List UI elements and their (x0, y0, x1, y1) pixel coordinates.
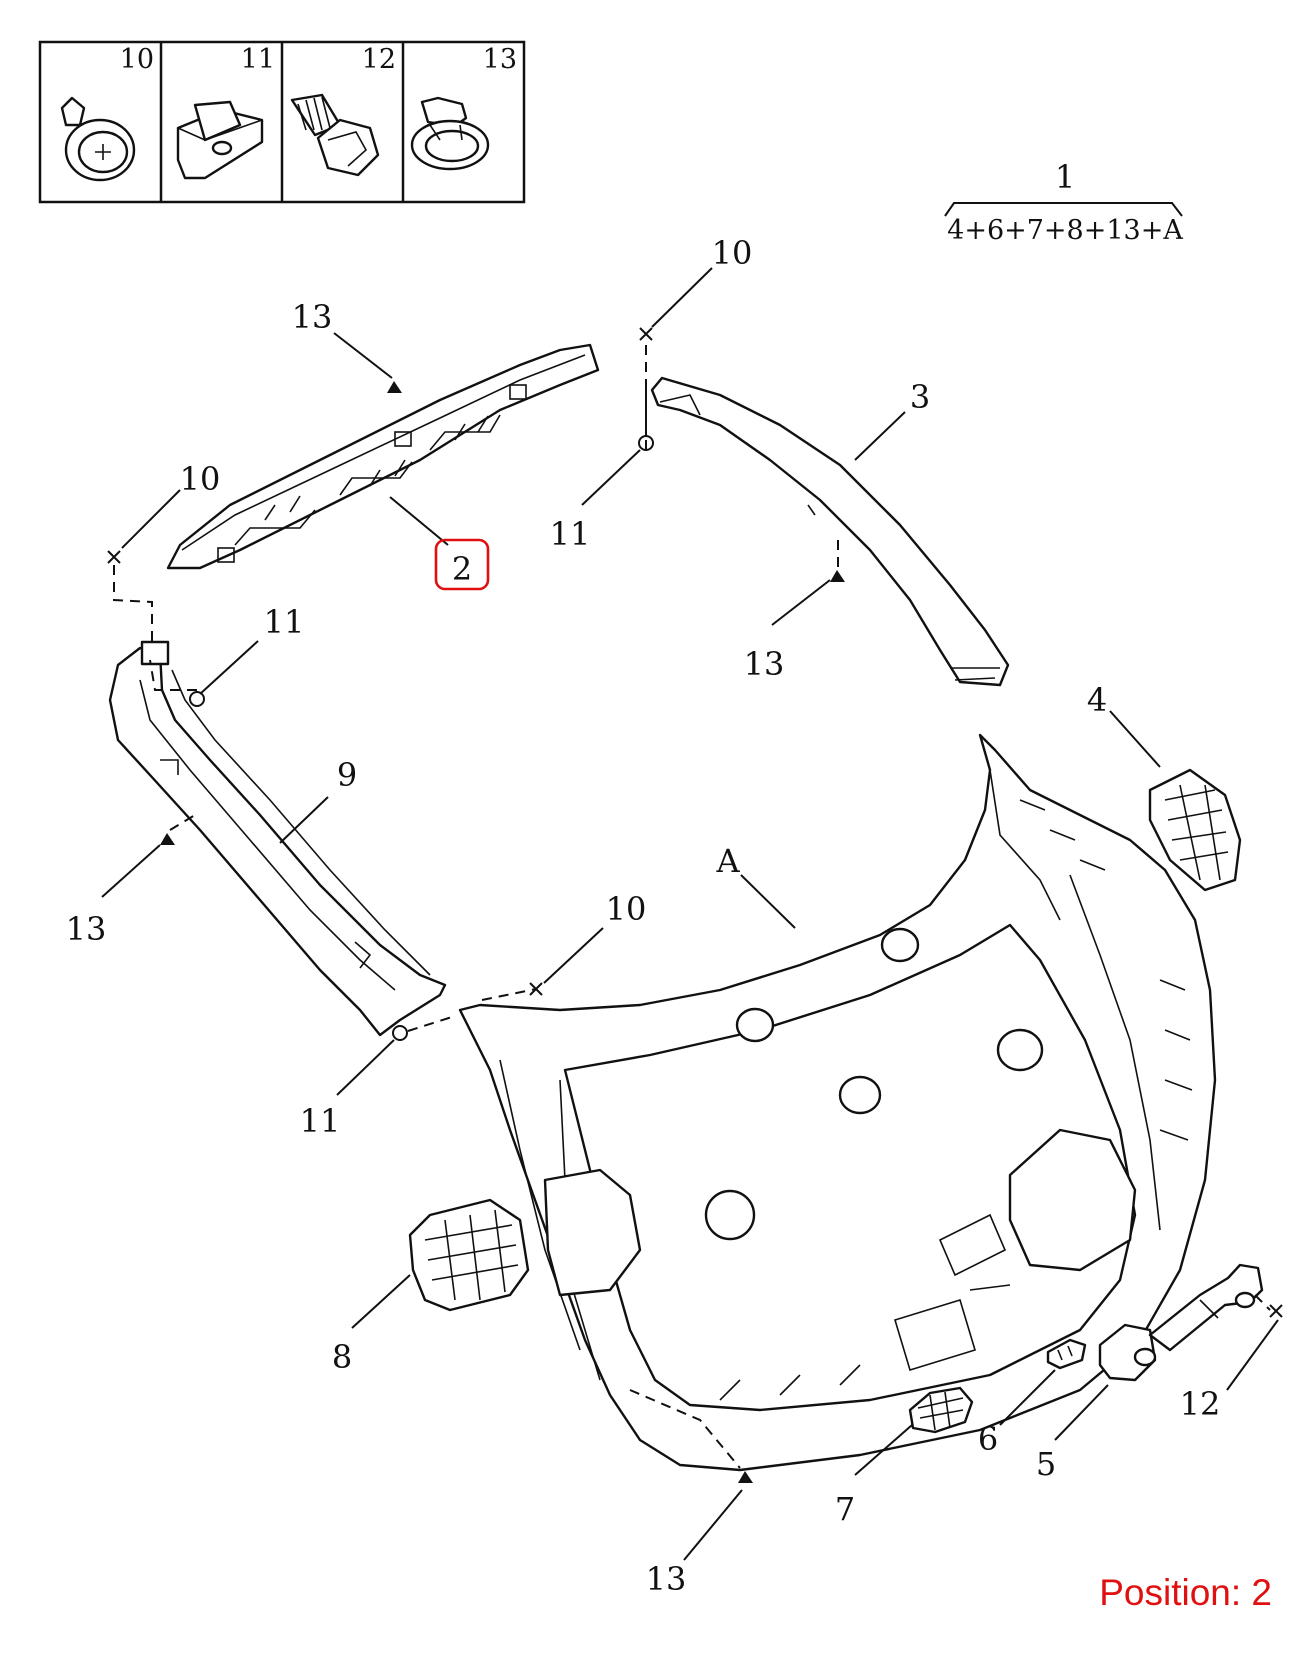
clip-mark-left (189, 691, 205, 707)
clip-mark-bottom (392, 1025, 408, 1041)
callout-6: 6 (978, 1420, 998, 1458)
callout-10-left: 10 (180, 460, 221, 498)
leader-lines (101, 267, 1279, 1561)
callout-4: 4 (1087, 681, 1107, 719)
legend-number-12: 12 (362, 44, 396, 75)
legend-number-11: 11 (241, 44, 275, 75)
part-3-right-pillar (650, 376, 1010, 687)
part-4-vent-cover (1148, 768, 1242, 892)
highlight-box (434, 538, 490, 591)
callout-5: 5 (1036, 1445, 1056, 1483)
callout-13-left: 13 (66, 910, 107, 948)
callout-13-bottom: 13 (646, 1560, 687, 1598)
part-5-bracket (1098, 1263, 1264, 1382)
fastener-legend: 10 11 12 13 (38, 40, 526, 204)
push-clip-mark-part2 (387, 381, 402, 393)
push-clip-mark-left (160, 833, 175, 845)
callout-10-top: 10 (712, 234, 753, 272)
nut-clip-icon (176, 100, 264, 180)
callout-7: 7 (835, 1490, 855, 1528)
part-7-small-vent (908, 1386, 974, 1434)
position-label: Position: 2 (1099, 1572, 1272, 1613)
part-2-upper-trim (166, 343, 600, 570)
part-9-left-pillar (108, 640, 447, 1037)
screw-mark-right (1269, 1304, 1283, 1318)
callout-9: 9 (337, 756, 357, 794)
callout-11-left: 11 (264, 603, 305, 641)
callout-labels: 10 13 10 2 3 11 13 11 9 13 4 A 10 11 8 6… (66, 234, 1221, 1598)
callout-11-bottom: 11 (300, 1102, 341, 1140)
bolt-icon (290, 93, 380, 177)
callout-13-part2: 13 (292, 298, 333, 336)
push-clip-mark-right (830, 570, 845, 582)
callout-10-mid: 10 (606, 890, 647, 928)
callout-3: 3 (910, 378, 930, 416)
callout-8: 8 (332, 1338, 352, 1376)
callout-13-right: 13 (744, 645, 785, 683)
part-6-clip (1046, 1338, 1087, 1370)
screw-mark-top (639, 327, 653, 341)
callout-11-top: 11 (550, 515, 591, 553)
callout-A: A (715, 842, 740, 880)
part-8-vent-cover (408, 1198, 530, 1312)
screw-icon (60, 96, 136, 182)
callout-12: 12 (1180, 1385, 1221, 1423)
part-A-tailgate-trim (458, 733, 1217, 1472)
callout-2: 2 (452, 550, 472, 588)
legend-number-10: 10 (120, 44, 154, 75)
assembly-contents: 4+6+7+8+13+A (947, 215, 1183, 246)
assembly-note: 1 4+6+7+8+13+A (944, 158, 1183, 246)
fastener-markers (107, 327, 1283, 1483)
screw-mark-left (107, 550, 121, 564)
push-clip-icon (410, 96, 490, 171)
legend-number-13: 13 (483, 44, 517, 75)
push-clip-mark-bottom (738, 1471, 753, 1483)
assembly-number: 1 (1055, 158, 1075, 196)
